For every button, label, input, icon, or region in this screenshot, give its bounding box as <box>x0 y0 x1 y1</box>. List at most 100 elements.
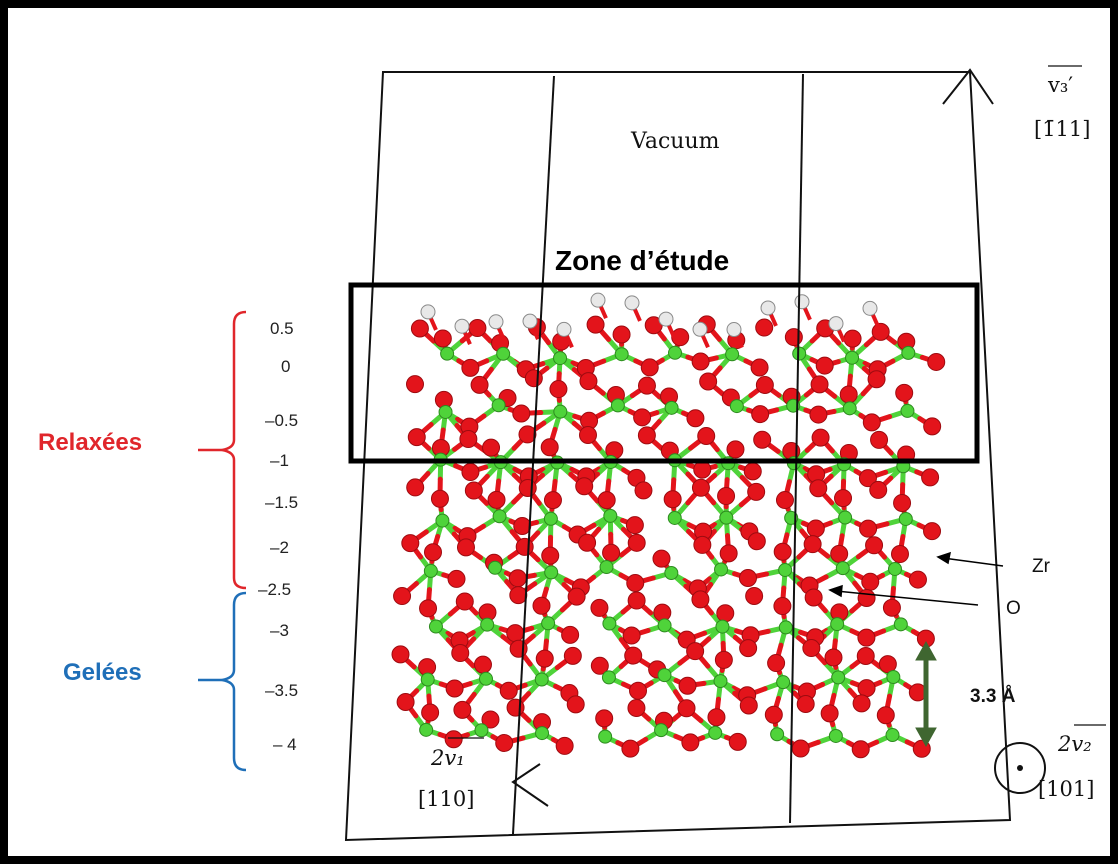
oxygen-atom <box>809 479 828 498</box>
oxygen-atom <box>802 639 821 658</box>
oxygen-atom <box>681 733 700 752</box>
depth-label: –1.5 <box>265 493 298 512</box>
v1-arrowhead-icon <box>511 763 549 807</box>
zirconium-atom <box>535 726 550 741</box>
oxygen-atom <box>927 352 946 371</box>
oxygen-atom <box>865 536 884 555</box>
oxygen-atom <box>540 438 559 457</box>
oxygen-atom <box>419 599 438 618</box>
zirconium-atom <box>776 675 791 690</box>
oxygen-atom <box>506 698 525 717</box>
oxygen-atom <box>923 417 942 436</box>
zirconium-atom <box>886 669 901 684</box>
oxygen-atom <box>811 428 830 447</box>
oxygen-atom <box>726 440 745 459</box>
oxygen-atom <box>401 534 420 553</box>
zirconium-atom <box>770 727 785 742</box>
oxygen-atom <box>859 519 878 538</box>
oxygen-atom <box>627 591 646 610</box>
zirconium-atom <box>715 619 730 634</box>
zirconium-atom <box>668 345 683 360</box>
zirconium-atom <box>553 351 568 366</box>
hydrogen-atom <box>794 294 810 310</box>
zirconium-atom <box>778 562 793 577</box>
oxygen-atom <box>856 646 875 665</box>
oxygen-atom <box>745 587 764 606</box>
zirconium-atom <box>440 346 455 361</box>
oxygen-atom <box>640 358 659 377</box>
oxygen-atom <box>624 646 643 665</box>
zirconium-atom <box>725 347 740 362</box>
oxygen-atom <box>482 438 501 457</box>
oxygen-atom <box>764 705 783 724</box>
oxygen-atom <box>621 739 640 758</box>
oxygen-atom <box>456 538 475 557</box>
v3-arrowhead-icon <box>942 68 994 105</box>
zirconium-atom <box>488 560 503 575</box>
frozen-bracket <box>198 591 247 772</box>
v3-label: v₃′ <box>1047 73 1073 97</box>
zirconium-atom <box>667 510 682 525</box>
oxygen-atom <box>634 481 653 500</box>
v1-label: 2v₁ <box>430 746 465 770</box>
oxygen-atom <box>555 736 574 755</box>
zirconium-atom <box>887 561 902 576</box>
oxygen-atom <box>728 732 747 751</box>
out-of-plane-circle-icon <box>994 742 1046 794</box>
zirconium-atom <box>553 404 568 419</box>
oxygen-atom <box>566 695 585 714</box>
oxygen-atom <box>499 681 518 700</box>
oxygen-atom <box>738 568 757 587</box>
oxygen-atom <box>755 375 774 394</box>
oxygen-atom <box>699 372 718 391</box>
hydrogen-atom <box>522 313 538 329</box>
oxygen-atom <box>626 573 645 592</box>
hydrogen-atom <box>590 292 606 308</box>
oxygen-atom <box>871 322 890 341</box>
hydrogen-atom <box>420 304 436 320</box>
oxygen-atom <box>627 533 646 552</box>
zirconium-atom <box>544 565 559 580</box>
oxygen-atom <box>820 704 839 723</box>
zirconium-atom <box>420 672 435 687</box>
out-of-plane-dot-icon <box>1017 765 1023 771</box>
oxygen-atom <box>518 425 537 444</box>
zirconium-atom <box>657 668 672 683</box>
oxygen-atom <box>747 482 766 501</box>
oxygen-atom <box>506 624 525 643</box>
depth-scale: 0.5 0 –0.5 –1 –1.5 –2 –2.5 –3 –3.5 – 4 <box>258 319 298 754</box>
oxygen-atom <box>747 532 766 551</box>
zirconium-atom <box>419 722 434 737</box>
oxygen-atom <box>622 626 641 645</box>
zirconium-atom <box>713 674 728 689</box>
oxygen-atom <box>691 590 710 609</box>
oxygen-atom <box>810 375 829 394</box>
depth-label: –3.5 <box>265 681 298 700</box>
oxygen-atom <box>563 646 582 665</box>
v3-direction: [1̄11] <box>1034 117 1090 141</box>
oxygen-atom <box>579 372 598 391</box>
oxygen-atom <box>843 329 862 348</box>
oxygen-atom <box>567 587 586 606</box>
hydrogen-atom <box>556 321 572 337</box>
oxygen-atom <box>586 315 605 334</box>
oxygen-atom <box>602 543 621 562</box>
zirconium-atom <box>900 403 915 418</box>
oxygen-atom <box>815 356 834 375</box>
zirconium-atom <box>474 723 489 738</box>
oxygen-atom <box>637 376 656 395</box>
oxygen-atom <box>890 545 909 564</box>
oxygen-atom <box>893 493 912 512</box>
oxygen-atom <box>433 329 452 348</box>
oxygen-atom <box>775 491 794 510</box>
oxygen-atom <box>809 405 828 424</box>
oxygen-atom <box>578 426 597 445</box>
oxygen-atom <box>773 597 792 616</box>
oxygen-atom <box>857 679 876 698</box>
oxygen-atom <box>851 740 870 759</box>
oxygen-atom <box>652 549 671 568</box>
study-zone-box <box>348 282 980 464</box>
zirconium-atom <box>828 728 843 743</box>
oxygen-atom <box>717 487 736 506</box>
zirconium-atom <box>831 670 846 685</box>
